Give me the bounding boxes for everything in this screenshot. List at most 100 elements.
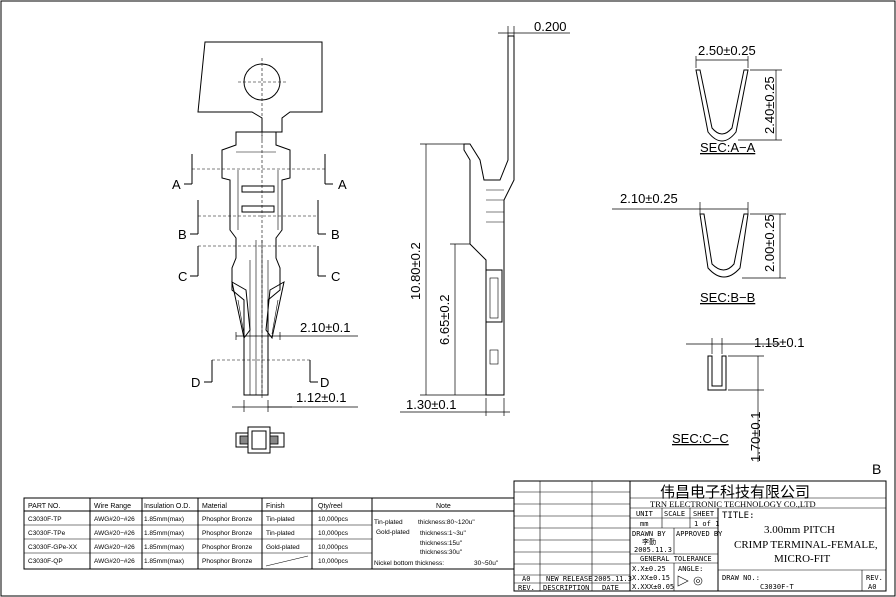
dim-thickness: 0.200	[534, 19, 567, 34]
title-label: TITLE:	[722, 511, 755, 521]
drawn-date: 2005.11.3	[634, 546, 672, 554]
header-insulation: Insulation O.D.	[144, 503, 190, 510]
tolerance-3: X.XXX±0.05	[632, 583, 674, 591]
note-gold-value-2: thickness:15u"	[420, 540, 463, 547]
revision-letter: B	[872, 461, 881, 477]
sheet-value: 1 of 1	[694, 520, 719, 528]
unit-value: mm	[640, 520, 648, 528]
section-a-label: SEC:A−A	[700, 140, 756, 155]
company-name-en: TRN ELECTRONIC TECHNOLOGY CO.,LTD	[650, 499, 816, 509]
cell-finish: Tin-plated	[266, 530, 295, 537]
cell-material: Phosphor Bronze	[202, 544, 253, 551]
note-gold-value-1: thickness:1~3u"	[420, 530, 467, 537]
cut-marker-c-right: C	[331, 269, 340, 284]
cell-qty: 10,000pcs	[318, 516, 349, 523]
drawn-by-value: 李勤	[642, 537, 656, 546]
cell-qty: 10,000pcs	[318, 530, 349, 537]
table-row: C3030F-TPe AWG#20−#26 1.85mm(max) Phosph…	[28, 530, 349, 537]
cell-finish: Tin-plated	[266, 516, 295, 523]
cell-wire: AWG#20−#26	[94, 516, 135, 523]
cut-marker-b-right: B	[331, 227, 340, 242]
table-row: C3030F-TP AWG#20−#26 1.85mm(max) Phospho…	[28, 516, 349, 523]
unit-label: UNIT	[636, 510, 654, 518]
revision-head-date: DATE	[602, 584, 619, 592]
carrier-strip	[197, 41, 323, 133]
drawn-by-label: DRAWN BY	[632, 530, 667, 538]
side-view: 0.200 10.80±0.2 6.65±0.2 1.30±0.1	[400, 19, 570, 416]
cell-insulation: 1.85mm(max)	[144, 558, 184, 565]
cell-wire: AWG#20−#26	[94, 558, 135, 565]
front-view: A A B B C C D D 2.10±0.1	[172, 41, 358, 454]
projection-symbol-icon	[677, 575, 689, 587]
title-line-3: MICRO-FIT	[774, 553, 831, 565]
cell-part: C3030F-GPe-XX	[28, 544, 78, 551]
title-line-1: 3.00mm PITCH	[764, 524, 835, 536]
header-note: Note	[436, 503, 451, 510]
cut-marker-a-left: A	[172, 177, 181, 192]
section-a: 2.50±0.25 2.40±0.25 SEC:A−A	[695, 43, 782, 155]
tolerance-1: X.X±0.25	[632, 565, 666, 573]
cell-qty: 10,000pcs	[318, 544, 349, 551]
rev-label: REV.	[866, 574, 883, 582]
cell-qty: 10,000pcs	[318, 558, 349, 565]
revision-row-date: 2005.11.3	[594, 575, 632, 583]
scale-label: SCALE	[664, 510, 685, 518]
note-nickel-value: 30~50u"	[474, 560, 499, 567]
rev-value: A0	[868, 583, 876, 591]
cell-material: Phosphor Bronze	[202, 558, 253, 565]
revision-row-desc: NEW RELEASE	[546, 575, 592, 583]
cut-marker-a-right: A	[338, 177, 347, 192]
cell-finish: Gold-plated	[266, 544, 300, 551]
general-tolerance-label: GENERAL TOLERANCE	[640, 555, 712, 563]
section-c-label: SEC:C−C	[672, 431, 729, 446]
cut-marker-b-left: B	[178, 227, 187, 242]
cell-insulation: 1.85mm(max)	[144, 516, 184, 523]
dim-height-c: 1.70±0.1	[748, 411, 763, 462]
dim-front-width-lower: 1.12±0.1	[296, 390, 347, 405]
note-tin-value: thickness:80~120u"	[418, 519, 475, 526]
cut-marker-d-left: D	[191, 375, 200, 390]
cell-material: Phosphor Bronze	[202, 530, 253, 537]
dim-side-width: 1.30±0.1	[406, 397, 457, 412]
section-c-shape	[707, 355, 727, 391]
revision-row-rev: A0	[522, 575, 530, 583]
side-profile	[463, 35, 515, 396]
approved-by-label: APPROVED BY	[676, 530, 723, 538]
dim-width-a: 2.50±0.25	[698, 43, 756, 58]
cell-part: C3030F-TP	[28, 516, 62, 523]
table-row: C3030F-GPe-XX AWG#20−#26 1.85mm(max) Pho…	[28, 544, 349, 551]
dim-width-c: 1.15±0.1	[754, 335, 805, 350]
cell-wire: AWG#20−#26	[94, 544, 135, 551]
cell-insulation: 1.85mm(max)	[144, 530, 184, 537]
cell-material: Phosphor Bronze	[202, 516, 253, 523]
revision-head-rev: REV.	[518, 584, 535, 592]
dim-width-b: 2.10±0.25	[620, 191, 678, 206]
dim-height-b: 2.00±0.25	[762, 214, 777, 272]
draw-no-label: DRAW NO.:	[722, 574, 760, 582]
header-qty: Qty/reel	[318, 503, 343, 510]
tolerance-2: X.XX±0.15	[632, 574, 670, 582]
note-tin-label: Tin-plated	[374, 519, 403, 526]
dim-partial-length: 6.65±0.2	[437, 294, 452, 345]
company-name-cn: 伟昌电子科技有限公司	[660, 484, 810, 501]
note-gold-label: Gold-plated	[376, 529, 410, 536]
section-b: 2.10±0.25 2.00±0.25 SEC:B−B	[612, 191, 786, 305]
title-block: 伟昌电子科技有限公司 TRN ELECTRONIC TECHNOLOGY CO.…	[513, 480, 887, 592]
cut-marker-c-left: C	[178, 269, 187, 284]
cell-part: C3030F-TPe	[28, 530, 66, 537]
draw-no-value: C3030F-T	[760, 583, 795, 591]
header-part: PART NO.	[28, 503, 60, 510]
header-material: Material	[202, 503, 227, 510]
section-a-shape	[695, 69, 749, 142]
table-row: C3030F-QP AWG#20−#26 1.85mm(max) Phospho…	[28, 558, 349, 565]
cell-wire: AWG#20−#26	[94, 530, 135, 537]
title-line-2: CRIMP TERMINAL-FEMALE,	[734, 539, 878, 551]
sheet-label: SHEET	[693, 510, 715, 518]
header-wire: Wire Range	[94, 503, 131, 510]
cut-marker-d-right: D	[320, 375, 329, 390]
dim-front-width-upper: 2.10±0.1	[300, 320, 351, 335]
header-finish: Finish	[266, 503, 285, 510]
angle-label: ANGLE:	[678, 565, 703, 573]
